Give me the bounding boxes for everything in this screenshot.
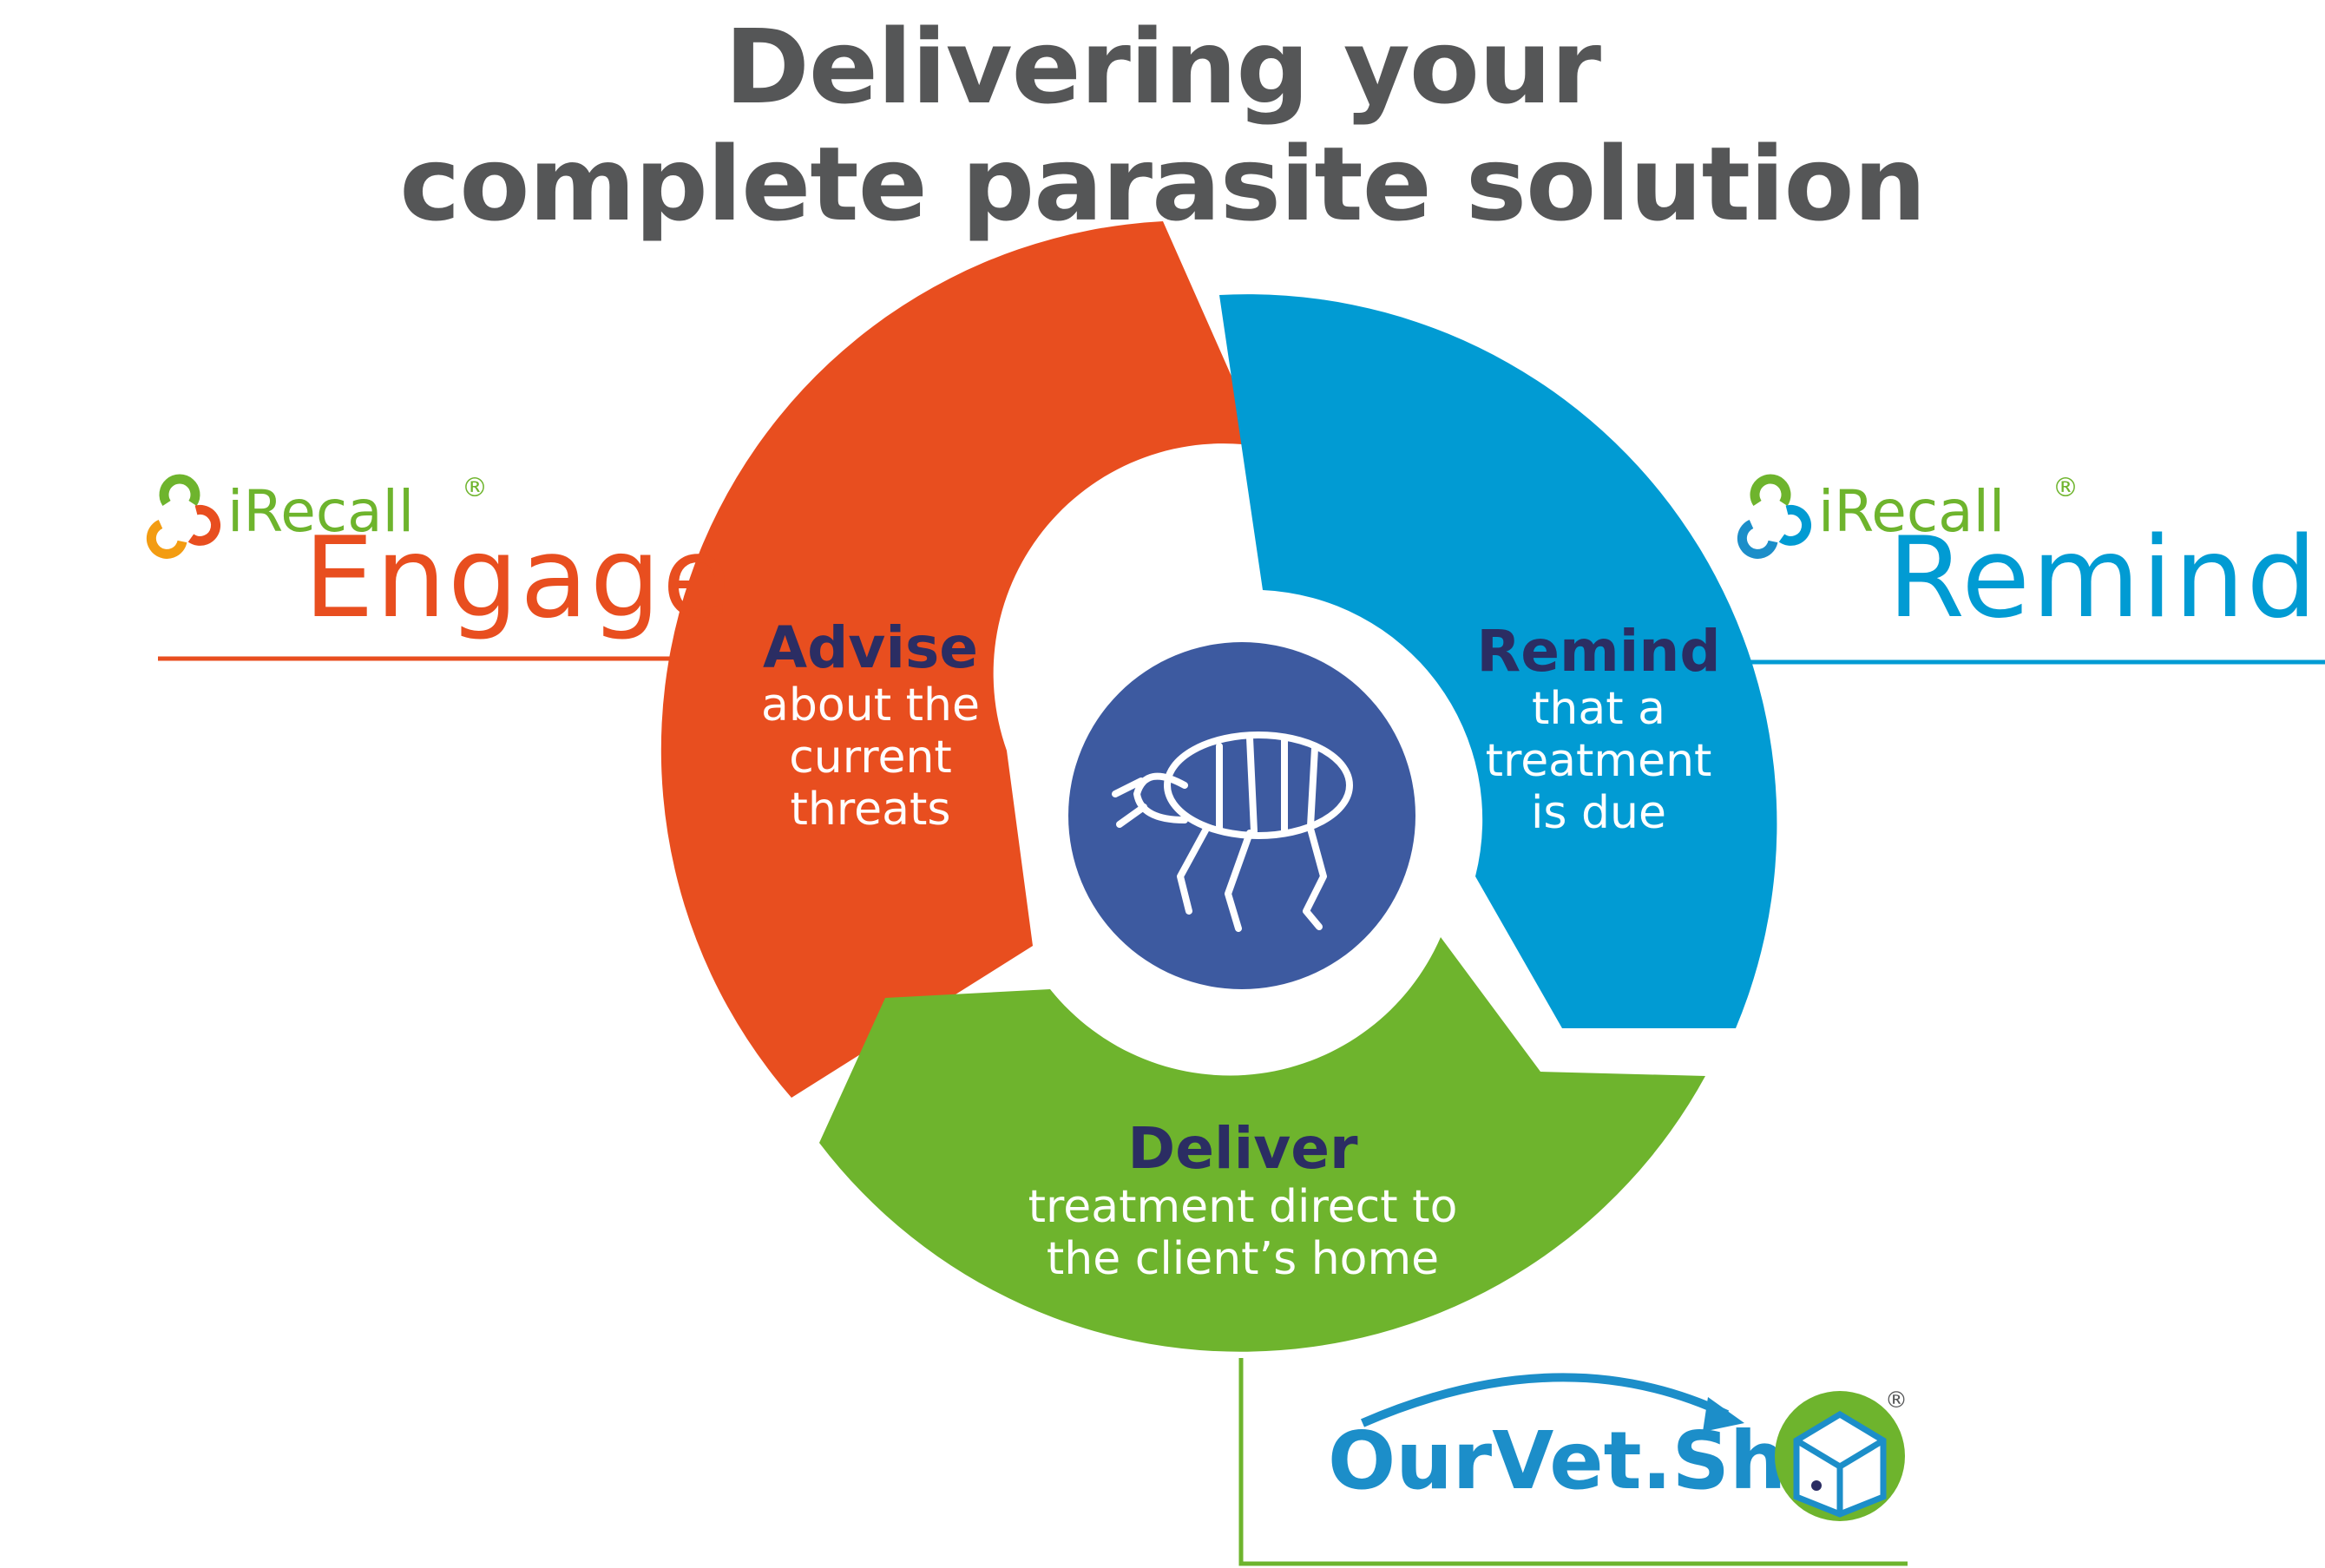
ourvet-connector-line	[1238, 1358, 1908, 1566]
irecall-knot-icon	[1737, 474, 1811, 559]
remind-line-1: that a	[1532, 683, 1665, 735]
ourvet-arrow-icon	[1361, 1373, 1730, 1427]
advise-heading: Advise	[763, 614, 978, 681]
ourvet-shop-logo: OurVet.Shop ®	[1328, 1373, 1908, 1521]
remind-product-text: Remind	[1888, 514, 2319, 643]
engage-reg-mark: ®	[462, 473, 488, 503]
title-line-1: Delivering your	[724, 7, 1601, 127]
advise-line-2: current	[789, 732, 952, 784]
deliver-line-2: the client’s home	[1047, 1233, 1439, 1285]
engage-brand-text: iRecall	[227, 478, 414, 545]
ourvet-reg-mark: ®	[1885, 1388, 1908, 1414]
remind-brand-text: iRecall	[1818, 478, 2005, 545]
deliver-segment	[819, 937, 1705, 1352]
title-line-2: complete parasite solution	[399, 124, 1926, 244]
deliver-heading: Deliver	[1127, 1115, 1358, 1182]
center-circle	[1068, 642, 1415, 989]
box-dog-icon	[1775, 1391, 1905, 1521]
engage-product-text: Engage	[304, 514, 732, 643]
remind-reg-mark: ®	[2052, 473, 2079, 503]
advise-segment	[660, 221, 1263, 1098]
irecall-engage-logo: iRecall ® Engage	[146, 473, 732, 643]
ourvet-arrow-head	[1703, 1397, 1744, 1432]
irecall-remind-logo: iRecall ® Remind	[1737, 473, 2319, 643]
advise-line-3: threats	[791, 784, 951, 836]
remind-heading: Remind	[1476, 618, 1720, 685]
advise-line-1: about the	[761, 679, 980, 732]
flea-icon	[1112, 732, 1353, 932]
remind-segment	[1219, 294, 1777, 1028]
remind-line-3: is due	[1531, 787, 1666, 839]
irecall-knot-icon	[146, 474, 220, 559]
remind-line-2: treatment	[1486, 735, 1712, 787]
deliver-line-1: treatment direct to	[1028, 1181, 1458, 1233]
